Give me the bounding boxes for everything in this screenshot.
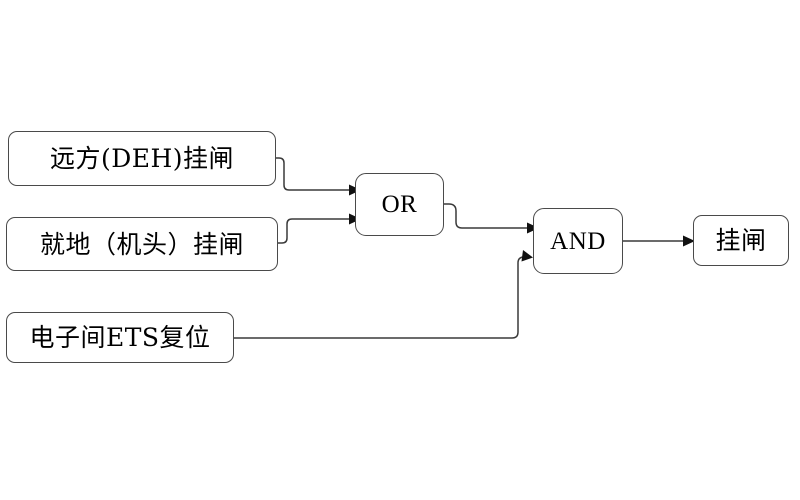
or-gate[interactable]: OR bbox=[355, 173, 444, 236]
input-node-remote-deh-label: 远方(DEH)挂闸 bbox=[49, 144, 235, 173]
and-gate-label: AND bbox=[550, 227, 606, 255]
connector-local-to-or bbox=[278, 213, 361, 244]
connector-and-to-output bbox=[623, 235, 695, 247]
connector-or-to-and bbox=[444, 203, 539, 234]
input-node-local-machine-head[interactable]: 就地（机头）挂闸 bbox=[6, 217, 278, 271]
or-gate-label: OR bbox=[381, 191, 418, 218]
input-node-ets-reset[interactable]: 电子间ETS复位 bbox=[6, 312, 234, 363]
output-node-trip-label: 挂闸 bbox=[715, 226, 767, 255]
input-node-ets-reset-label: 电子间ETS复位 bbox=[29, 323, 211, 352]
input-node-local-machine-head-label: 就地（机头）挂闸 bbox=[39, 229, 244, 259]
input-node-remote-deh[interactable]: 远方(DEH)挂闸 bbox=[8, 131, 276, 186]
and-gate[interactable]: AND bbox=[533, 208, 623, 274]
connector-ets-to-and bbox=[234, 250, 533, 339]
connector-deh-to-or bbox=[276, 157, 361, 196]
output-node-trip[interactable]: 挂闸 bbox=[693, 215, 789, 266]
